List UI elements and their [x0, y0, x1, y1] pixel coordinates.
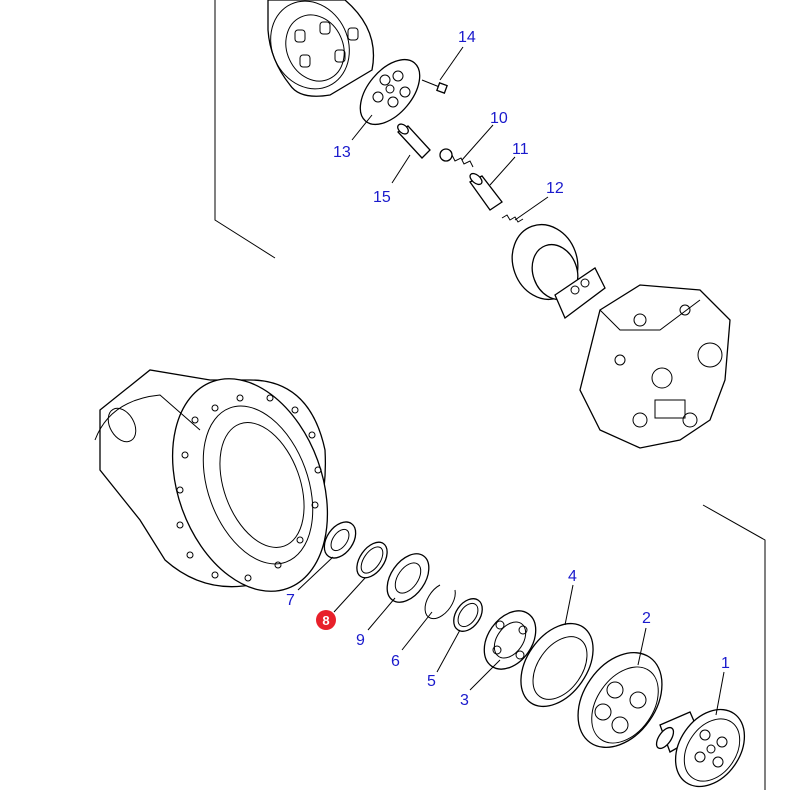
leader-15 — [391, 154, 411, 184]
callout-11: 11 — [512, 141, 529, 158]
part-9-seal — [386, 553, 430, 603]
frame-line-bottom — [702, 504, 766, 790]
part-11-sleeve — [469, 172, 503, 211]
part-8-ring — [356, 541, 388, 579]
callout-2: 2 — [642, 610, 651, 627]
leader-4 — [564, 584, 574, 626]
part-7-seal — [323, 521, 357, 559]
leader-1 — [715, 671, 725, 716]
part-5-ring — [453, 598, 483, 632]
hub-housing — [94, 369, 329, 592]
callout-9: 9 — [356, 632, 365, 649]
leader-14 — [439, 46, 464, 81]
leader-5 — [436, 629, 461, 673]
callout-7: 7 — [286, 592, 295, 609]
callout-3: 3 — [460, 692, 469, 709]
callout-8-highlight-circle — [316, 610, 336, 630]
motor-housing — [579, 284, 731, 449]
part-2-planet-carrier — [577, 652, 663, 748]
callout-13: 13 — [333, 144, 351, 161]
leader-7 — [297, 556, 334, 591]
leader-11 — [489, 156, 516, 186]
part-1-gear-shaft — [655, 708, 746, 788]
leader-8 — [333, 577, 366, 613]
leader-9 — [367, 597, 396, 631]
callout-8-highlighted: 8 — [316, 610, 336, 630]
part-14-screw — [421, 79, 448, 94]
callout-1: 1 — [721, 655, 730, 672]
part-15-pin — [396, 123, 431, 159]
callout-14: 14 — [458, 29, 476, 46]
part-12-spring — [501, 214, 524, 223]
part-10-spring — [439, 148, 474, 168]
leader-3 — [469, 659, 501, 691]
callout-12: 12 — [546, 180, 564, 197]
cylinder-block-top — [267, 0, 375, 97]
leader-13 — [351, 114, 373, 141]
part-6-snap-ring — [424, 584, 456, 620]
piston-assembly — [511, 224, 606, 320]
leader-2 — [637, 627, 647, 666]
callout-8: 8 — [322, 613, 329, 628]
frame-line-top — [214, 0, 276, 259]
callout-10: 10 — [490, 110, 508, 127]
part-3-bearing — [483, 610, 537, 670]
part-4-thrust-plate — [520, 622, 594, 708]
part-13-valve-plate — [359, 58, 421, 126]
callout-15: 15 — [373, 189, 391, 206]
leader-6 — [401, 611, 433, 651]
callout-5: 5 — [427, 673, 436, 690]
leader-12 — [514, 196, 549, 221]
callout-4: 4 — [568, 568, 577, 585]
callout-6: 6 — [391, 653, 400, 670]
leader-10 — [461, 124, 494, 161]
